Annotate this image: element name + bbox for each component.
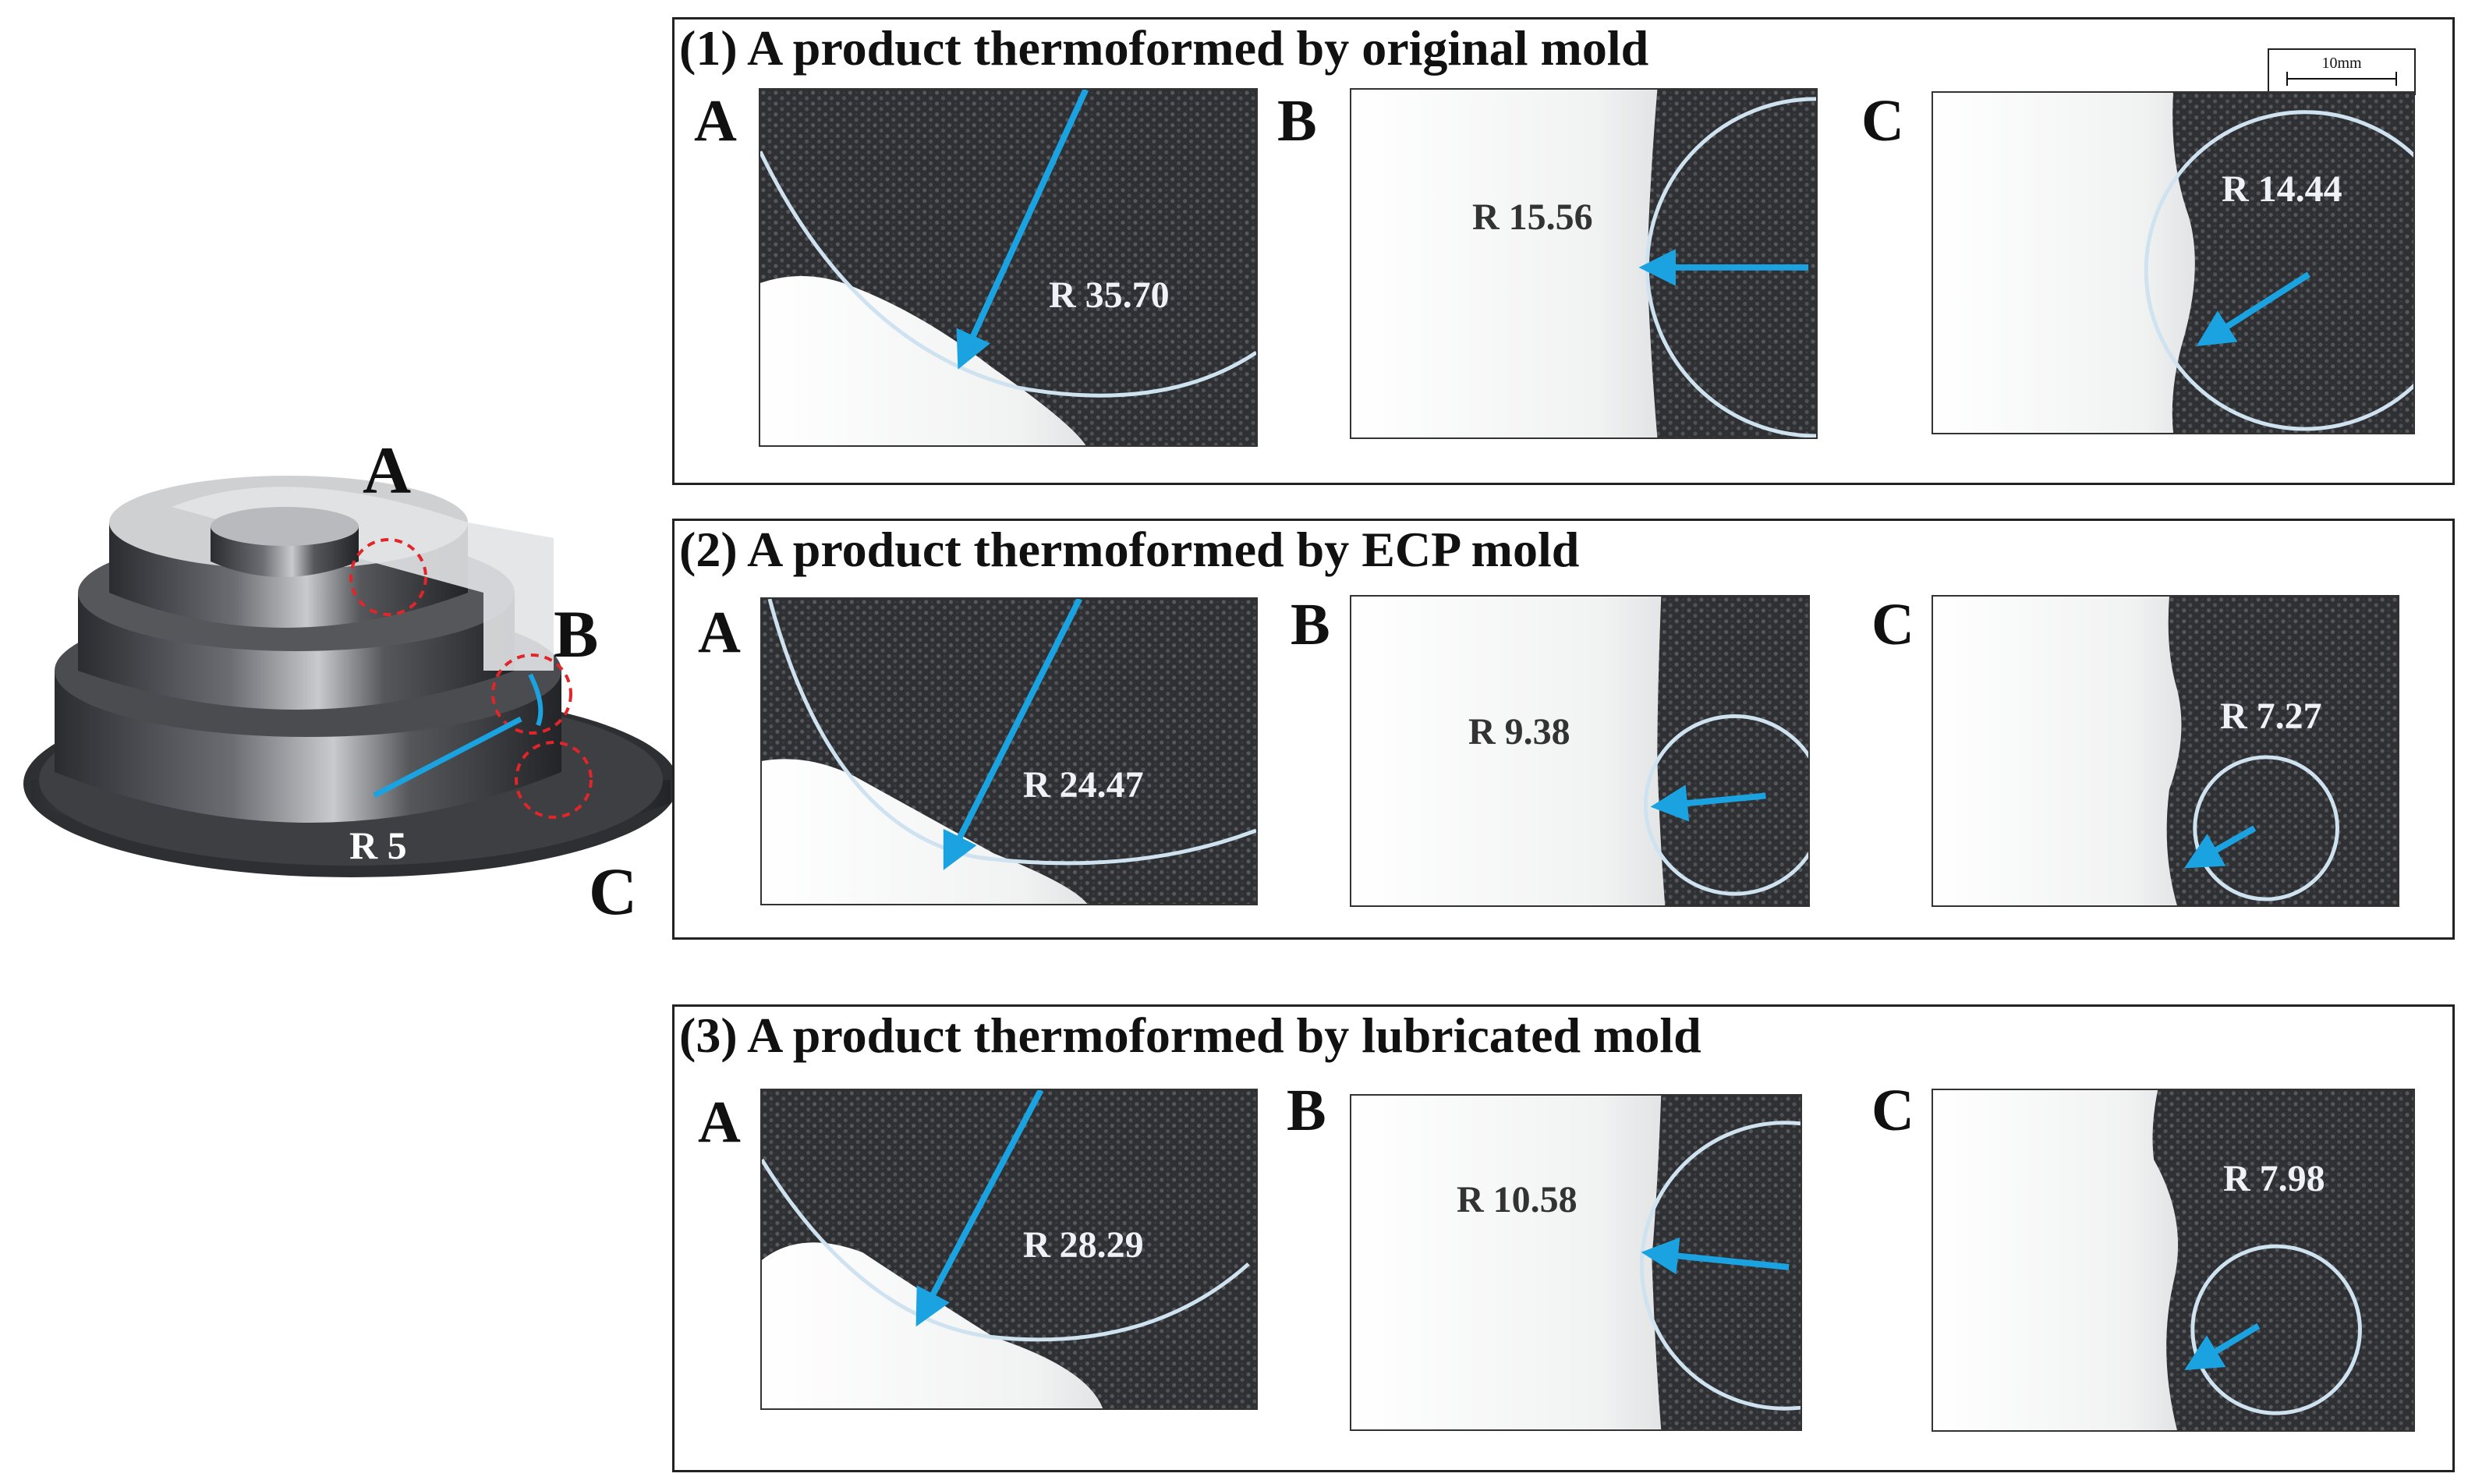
panel-label-c: C (1871, 1078, 1914, 1143)
group-lubricated-mold: (3) A product thermoformed by lubricated… (672, 1004, 2455, 1472)
mold-illustration: A B C R 5 (16, 437, 678, 951)
marker-circle-b (491, 653, 572, 735)
photo-3b: R 10.58 (1350, 1094, 1802, 1431)
group-ecp-mold: (2) A product thermoformed by ECP mold A… (672, 519, 2455, 940)
panel-label-c: C (1871, 592, 1914, 657)
panel-label-b: B (1287, 1078, 1326, 1143)
mold-radius-label: R 5 (349, 823, 407, 867)
photo-2c: R 7.27 (1932, 595, 2399, 907)
scale-bar-text: 10mm (2321, 55, 2362, 72)
group-original-mold: (1) A product thermoformed by original m… (672, 17, 2455, 485)
mold-radius-arrow (373, 716, 522, 799)
photo-2b: R 9.38 (1350, 595, 1810, 907)
panel-label-a: A (698, 600, 741, 665)
radius-label-1b: R 15.56 (1472, 197, 1593, 238)
photo-3c: R 7.98 (1932, 1089, 2415, 1432)
marker-circle-c (515, 741, 593, 819)
photo-1c: R 14.44 (1932, 91, 2415, 434)
radius-label-1a: R 35.70 (1049, 274, 1170, 316)
photo-1a: R 35.70 (759, 88, 1258, 447)
radius-label-2b: R 9.38 (1468, 711, 1570, 753)
panel-label-b: B (1277, 88, 1317, 154)
mold-label-b: B (554, 597, 599, 671)
group-title: (2) A product thermoformed by ECP mold (679, 522, 1580, 577)
photo-2a: R 24.47 (760, 597, 1258, 905)
panel-label-b: B (1291, 592, 1330, 657)
mold-label-a: A (363, 433, 412, 508)
panel-label-c: C (1861, 88, 1904, 154)
photo-3a: R 28.29 (760, 1089, 1258, 1410)
scale-bar: 10mm (2268, 48, 2416, 95)
radius-label-2c: R 7.27 (2220, 696, 2322, 737)
group-title: (3) A product thermoformed by lubricated… (679, 1008, 1701, 1063)
group-title: (1) A product thermoformed by original m… (679, 20, 1649, 76)
photo-1b: R 15.56 (1350, 88, 1818, 439)
scale-bar-line (2286, 78, 2397, 80)
panel-label-a: A (694, 88, 737, 154)
mold-label-c: C (589, 854, 638, 929)
radius-label-1c: R 14.44 (2222, 168, 2342, 210)
radius-label-3b: R 10.58 (1457, 1179, 1577, 1220)
panel-label-a: A (698, 1089, 741, 1155)
radius-label-3a: R 28.29 (1023, 1224, 1144, 1266)
radius-label-2a: R 24.47 (1023, 764, 1144, 806)
mold-3d-render (23, 476, 678, 877)
marker-circle-a (349, 538, 427, 616)
radius-label-3c: R 7.98 (2223, 1158, 2325, 1199)
